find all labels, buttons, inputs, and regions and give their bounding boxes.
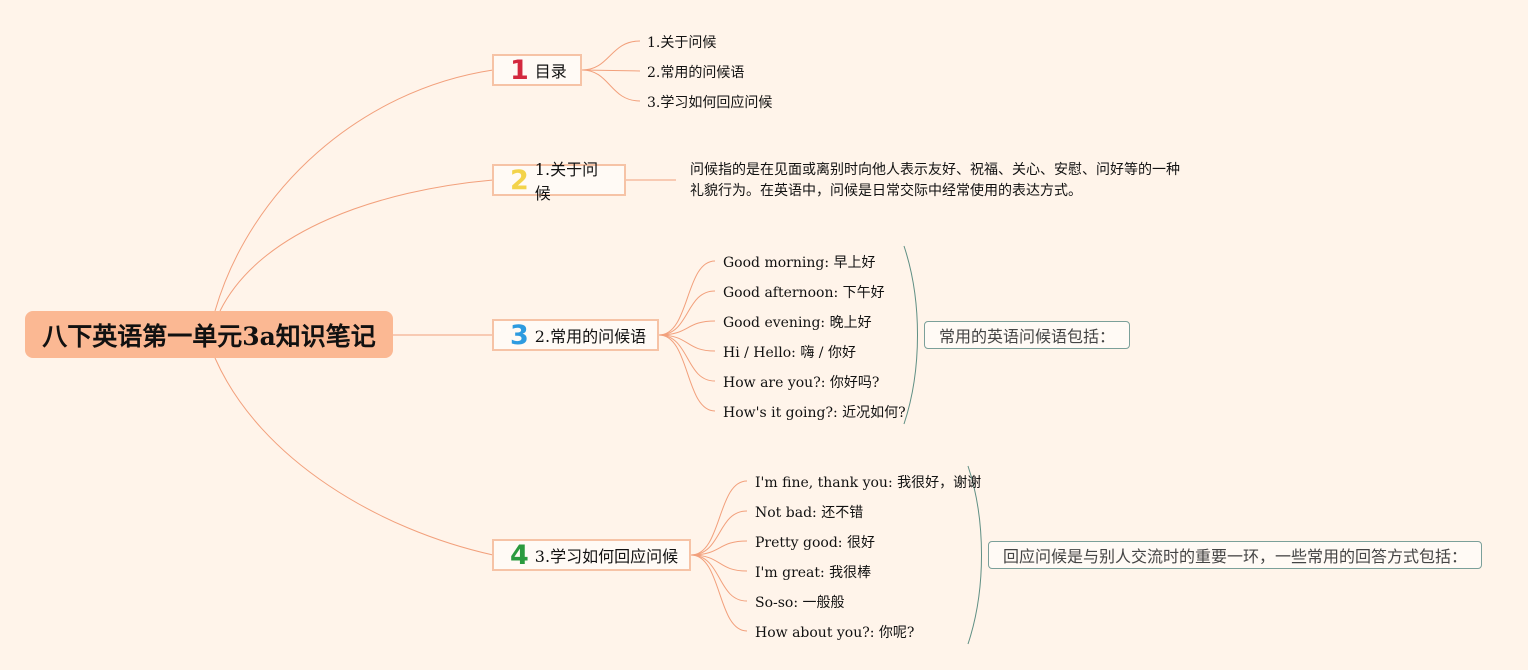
leaf-b1-2[interactable]: 2.常用的问候语 <box>647 65 745 81</box>
branch-label: 目录 <box>534 62 567 81</box>
root-topic[interactable]: 八下英语第一单元3a知识笔记 <box>25 311 393 358</box>
link-b3-l3 <box>658 320 716 336</box>
leaf-b3-2[interactable]: Good afternoon: 下午好 <box>723 285 885 301</box>
greeting-description[interactable]: 问候指的是在见面或离别时向他人表示友好、祝福、关心、安慰、问好等的一种礼貌行为。… <box>690 162 1180 199</box>
link-b3-l5 <box>658 334 716 382</box>
link-b3-l4 <box>658 334 716 352</box>
link-b4-l5 <box>690 554 748 602</box>
bracket-b4 <box>967 465 982 645</box>
leaf-b3-1[interactable]: Good morning: 早上好 <box>723 255 876 271</box>
link-b4-l6 <box>690 554 748 632</box>
branch-label: 3.学习如何回应问候 <box>534 547 679 566</box>
number-three-icon: 3 <box>510 319 529 351</box>
leaf-b4-3[interactable]: Pretty good: 很好 <box>755 535 875 551</box>
link-b3-l6 <box>658 334 716 412</box>
link-b1-l3 <box>581 69 641 102</box>
branch-common-greetings[interactable]: 3 2.常用的问候语 <box>492 319 659 351</box>
branch-about-greetings[interactable]: 2 1.关于问候 <box>492 160 626 203</box>
branch-label: 2.常用的问候语 <box>534 327 647 346</box>
link-b4-l3 <box>690 540 748 556</box>
number-four-icon: 4 <box>510 539 529 571</box>
summary-b3[interactable]: 常用的英语问候语包括： <box>924 321 1131 349</box>
leaf-b1-3[interactable]: 3.学习如何回应问候 <box>647 95 773 111</box>
leaf-b4-6[interactable]: How about you?: 你呢? <box>755 625 915 641</box>
leaf-b3-4[interactable]: Hi / Hello: 嗨 / 你好 <box>723 345 856 361</box>
branch-responding[interactable]: 4 3.学习如何回应问候 <box>492 539 691 571</box>
leaf-b4-2[interactable]: Not bad: 还不错 <box>755 505 864 521</box>
link-b4-l1 <box>690 480 748 556</box>
link-b1-l2 <box>581 69 641 72</box>
leaf-b3-5[interactable]: How are you?: 你好吗? <box>723 375 880 391</box>
link-root-b1 <box>214 69 494 312</box>
leaf-b4-1[interactable]: I'm fine, thank you: 我很好，谢谢 <box>755 475 982 491</box>
number-one-icon: 1 <box>510 54 529 86</box>
link-b4-l2 <box>690 510 748 556</box>
link-b4-l4 <box>690 554 748 572</box>
number-two-icon: 2 <box>510 164 529 196</box>
link-root-b2 <box>219 179 494 312</box>
leaf-b1-1[interactable]: 1.关于问候 <box>647 35 717 51</box>
bracket-b3 <box>903 245 918 425</box>
link-b1-l1 <box>581 40 641 71</box>
link-b3-l1 <box>658 260 716 336</box>
branch-label: 1.关于问候 <box>534 160 599 203</box>
leaf-b4-4[interactable]: I'm great: 我很棒 <box>755 565 872 581</box>
leaf-b3-3[interactable]: Good evening: 晚上好 <box>723 315 872 331</box>
link-b3-l2 <box>658 290 716 336</box>
leaf-b3-6[interactable]: How's it going?: 近况如何? <box>723 405 906 421</box>
link-root-b4 <box>214 357 494 556</box>
leaf-b4-5[interactable]: So-so: 一般般 <box>755 595 845 611</box>
root-title: 八下英语第一单元3a知识笔记 <box>42 321 376 351</box>
summary-b4[interactable]: 回应问候是与别人交流时的重要一环，一些常用的回答方式包括： <box>988 541 1483 569</box>
branch-contents[interactable]: 1 目录 <box>492 54 582 86</box>
